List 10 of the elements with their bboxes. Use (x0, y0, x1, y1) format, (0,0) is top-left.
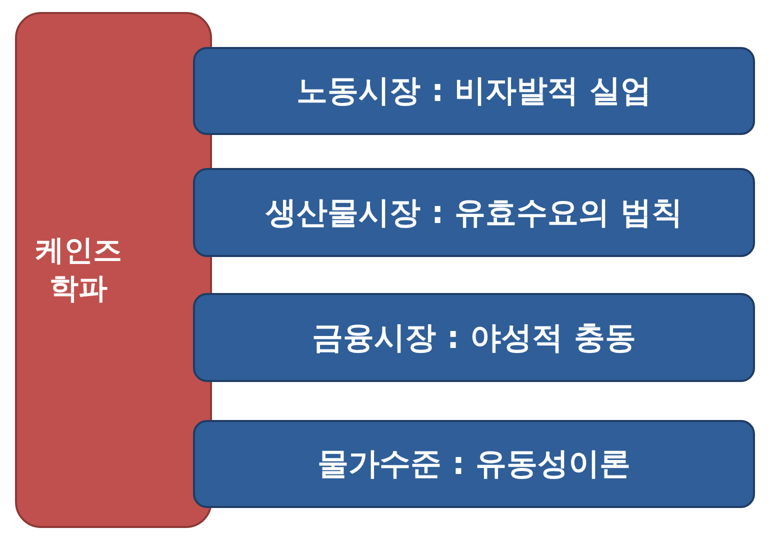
topic-label: 물가수준 : 유동성이론 (318, 445, 630, 484)
topic-box (193, 420, 755, 508)
topic-label: 생산물시장 : 유효수요의 법칙 (266, 194, 682, 232)
topic-label: 금융시장 : 야성적 충동 (312, 318, 636, 358)
topic-box (193, 293, 755, 382)
topic-label: 노동시장 : 비자발적 실업 (296, 72, 652, 111)
category-box (15, 12, 212, 528)
topic-box (193, 168, 755, 257)
category-label: 케인즈 학파 (34, 232, 123, 307)
topic-box (193, 47, 755, 135)
